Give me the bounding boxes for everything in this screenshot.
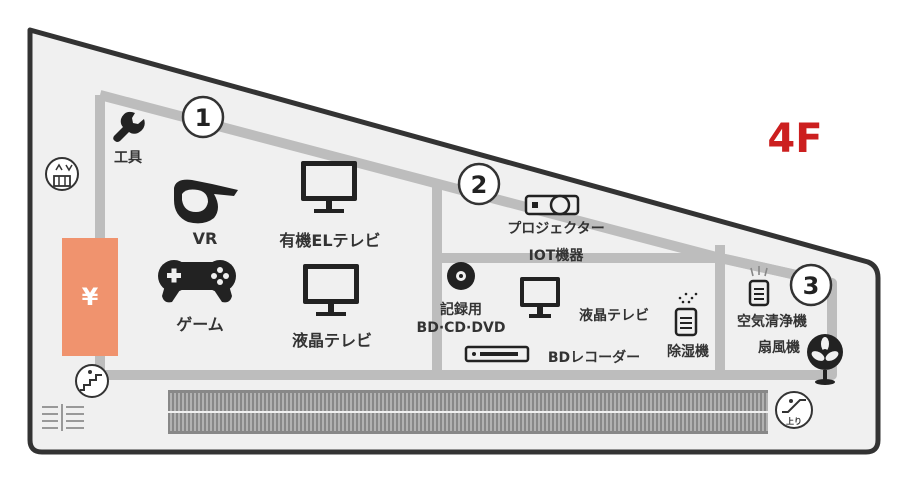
zone-2-marker: 2	[457, 162, 501, 206]
escalator-up-label: 上り	[786, 416, 802, 426]
projector-icon	[524, 194, 580, 216]
wrench-icon	[113, 111, 145, 142]
atm-block	[62, 238, 118, 356]
zone-3-marker: 3	[789, 263, 833, 307]
bd-recorder-icon	[464, 345, 530, 363]
disc-label-line1: 記録用	[440, 301, 482, 318]
game-controller-icon	[158, 260, 236, 303]
floor-outline	[27, 27, 881, 455]
lcd-tv-label-zone1: 液晶テレビ	[292, 331, 372, 350]
zone-2-number: 2	[471, 171, 488, 199]
projector-label: プロジェクター	[507, 221, 604, 237]
zone-3-number: 3	[803, 272, 820, 300]
service-door-icon	[42, 404, 84, 431]
stairs-icon	[75, 364, 109, 398]
fan-label: 扇風機	[758, 339, 800, 356]
lcd-tv-icon	[303, 264, 359, 316]
vr-label: VR	[193, 229, 218, 248]
floor-label: 4F	[767, 116, 822, 162]
lcd-tv-label-zone2: 液晶テレビ	[579, 307, 649, 324]
disc-icon	[447, 262, 475, 290]
fan-icon	[807, 334, 843, 385]
zone-1-marker: 1	[181, 95, 225, 139]
zone-1-number: 1	[195, 104, 212, 132]
oled-tv-label: 有機ELテレビ	[279, 231, 380, 250]
dehumidifier-label: 除湿機	[667, 343, 709, 360]
air-purifier-icon	[748, 266, 770, 307]
air-purifier-label: 空気清浄機	[737, 313, 807, 330]
atm-yen-symbol: ¥	[82, 283, 99, 311]
iot-label: IOT機器	[529, 247, 585, 264]
oled-tv-icon	[301, 161, 357, 213]
bd-recorder-label: BDレコーダー	[548, 349, 640, 366]
tools-label: 工具	[114, 150, 142, 166]
dehumidifier-icon	[674, 292, 698, 337]
elevator-icon	[45, 157, 79, 191]
lcd-tv-icon-zone2	[520, 277, 560, 318]
vr-headset-icon	[174, 179, 238, 224]
window-grille	[168, 390, 768, 434]
disc-label-line2: BD·CD·DVD	[417, 320, 506, 336]
game-label: ゲーム	[176, 315, 224, 334]
escalator-up-icon: 上り	[775, 391, 813, 429]
